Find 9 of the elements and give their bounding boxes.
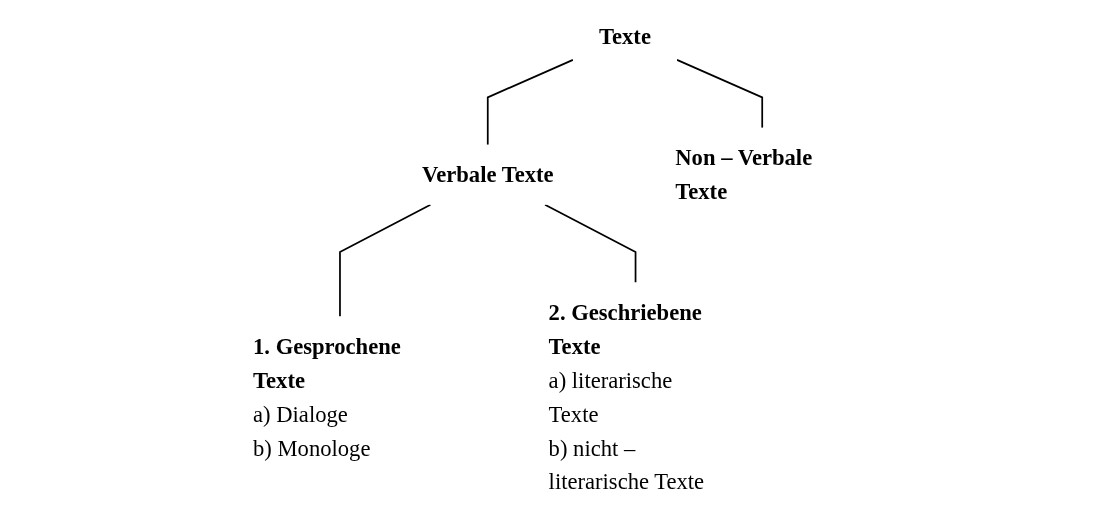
node-text: 2. Geschriebene Texte a) literarische Texte b) nicht – literarische Texte <box>548 299 705 495</box>
connector <box>486 59 574 146</box>
node-text: Texte <box>598 24 651 50</box>
node-text: 1. Gesprochene Texte a) Dialoge b) Monologe <box>252 333 401 461</box>
connector <box>544 203 637 284</box>
connector <box>676 59 763 129</box>
node-text: Non – Verbale Texte <box>675 145 813 205</box>
connector <box>339 203 432 318</box>
node-text: Verbale Texte <box>421 162 554 188</box>
